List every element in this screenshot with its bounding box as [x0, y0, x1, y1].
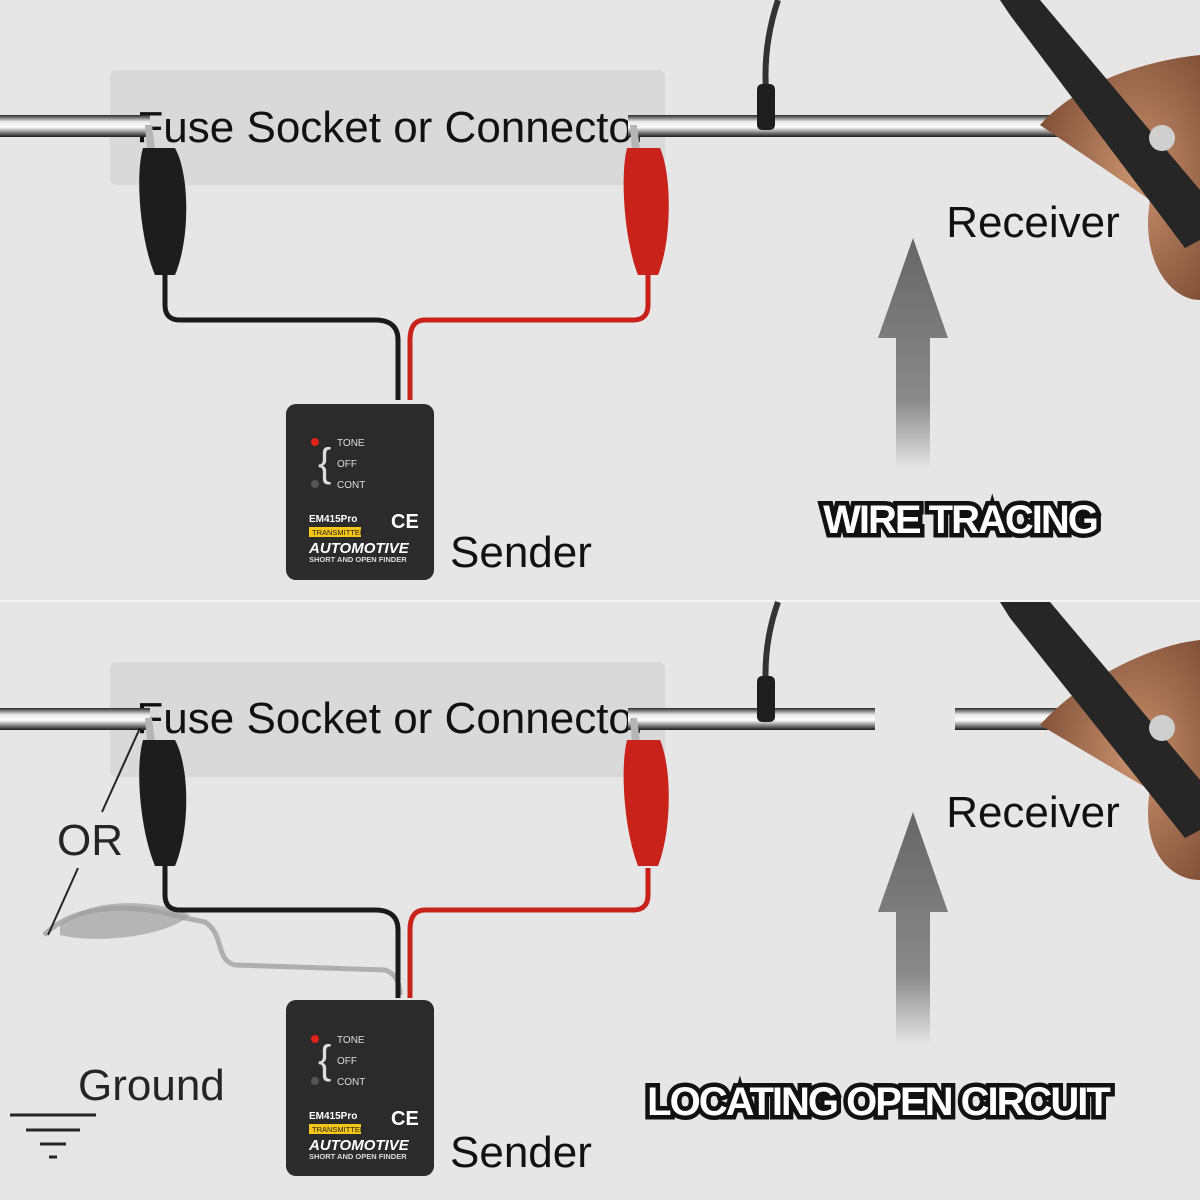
- mode-tone: TONE: [337, 1035, 365, 1046]
- panel-wire-tracing: Fuse Socket or Connector Receiver: [0, 0, 1200, 580]
- mode-off: OFF: [337, 459, 357, 470]
- caption-wire-tracing: WIRE TRACING: [823, 498, 1097, 542]
- model-number: EM415Pro: [309, 514, 357, 525]
- receiver-body: [1000, 602, 1200, 838]
- tone-led: [311, 438, 319, 446]
- wire-left: [0, 115, 150, 137]
- sender-label: Sender: [450, 528, 592, 577]
- receiver-device: [1000, 0, 1200, 300]
- red-clip-jaw: [630, 718, 640, 742]
- black-clip-jaw: [145, 125, 155, 150]
- connector-label: Fuse Socket or Connector: [136, 694, 647, 743]
- mode-brace: {: [318, 441, 331, 485]
- subtitle-text: SHORT AND OPEN FINDER: [309, 555, 407, 564]
- brand-text: AUTOMOTIVE: [308, 1137, 410, 1154]
- cont-led: [311, 1077, 319, 1085]
- sender-label: Sender: [450, 1128, 592, 1177]
- red-clip-boot: [623, 148, 669, 275]
- black-clip-jaw: [145, 718, 155, 742]
- subtitle-text: SHORT AND OPEN FINDER: [309, 1152, 407, 1161]
- or-line-bottom: [47, 867, 79, 936]
- hand: [1040, 55, 1200, 300]
- up-arrow: [878, 812, 948, 1045]
- red-lead: [407, 275, 651, 400]
- probe-tip: [757, 84, 775, 130]
- red-alligator-clip: [623, 125, 669, 275]
- caption-open-circuit: LOCATING OPEN CIRCUIT: [647, 1080, 1110, 1124]
- red-alligator-clip: [623, 718, 669, 866]
- black-clip-boot: [139, 740, 187, 866]
- wire-right-segment: [628, 708, 875, 730]
- ce-mark: CE: [391, 1108, 419, 1130]
- ground-label: Ground: [78, 1061, 225, 1110]
- ce-mark: CE: [391, 511, 419, 533]
- receiver-body: [1000, 0, 1200, 248]
- or-line-top: [101, 727, 141, 813]
- brand-text: AUTOMOTIVE: [308, 540, 410, 557]
- black-lead: [162, 790, 401, 998]
- black-alligator-clip: [139, 125, 187, 275]
- mode-cont: CONT: [337, 480, 365, 491]
- connector-label: Fuse Socket or Connector: [136, 103, 647, 152]
- black-alligator-clip: [139, 718, 187, 866]
- black-lead: [162, 200, 401, 400]
- panel-open-circuit: Fuse Socket or Connector Receiver OR Gro: [0, 600, 1200, 1200]
- black-clip-boot: [139, 148, 187, 275]
- receiver-label: Receiver: [946, 198, 1120, 247]
- receiver-button: [1149, 125, 1175, 151]
- tone-led: [311, 1035, 319, 1043]
- transmitter-badge-text: TRANSMITTER: [312, 1125, 366, 1134]
- receiver-label: Receiver: [946, 788, 1120, 837]
- red-clip-jaw: [630, 125, 640, 150]
- mode-off: OFF: [337, 1056, 357, 1067]
- receiver-gooseneck: [762, 0, 781, 91]
- transmitter-badge: [309, 527, 361, 537]
- cont-led: [311, 480, 319, 488]
- mode-cont: CONT: [337, 1077, 365, 1088]
- connector-label-box: [110, 70, 665, 185]
- receiver-button: [1149, 715, 1175, 741]
- transmitter-badge: [309, 1124, 361, 1134]
- sender-device: { TONE OFF CONT EM415Pro CE TRANSMITTER …: [286, 1000, 434, 1176]
- ghost-clip: [60, 903, 190, 939]
- wire-left: [0, 708, 150, 730]
- receiver-device: [1000, 602, 1200, 880]
- red-lead: [407, 868, 651, 998]
- mode-tone: TONE: [337, 438, 365, 449]
- ground-option: OR Ground: [10, 727, 403, 1159]
- probe-tip: [757, 676, 775, 722]
- mode-brace: {: [318, 1038, 331, 1082]
- connector-label-box: [110, 662, 665, 777]
- sender-device: { TONE OFF CONT EM415Pro CE TRANSMITTER …: [286, 404, 434, 580]
- model-number: EM415Pro: [309, 1111, 357, 1122]
- or-label: OR: [57, 816, 123, 865]
- red-clip-boot: [623, 740, 669, 866]
- up-arrow: [878, 238, 948, 470]
- transmitter-badge-text: TRANSMITTER: [312, 528, 366, 537]
